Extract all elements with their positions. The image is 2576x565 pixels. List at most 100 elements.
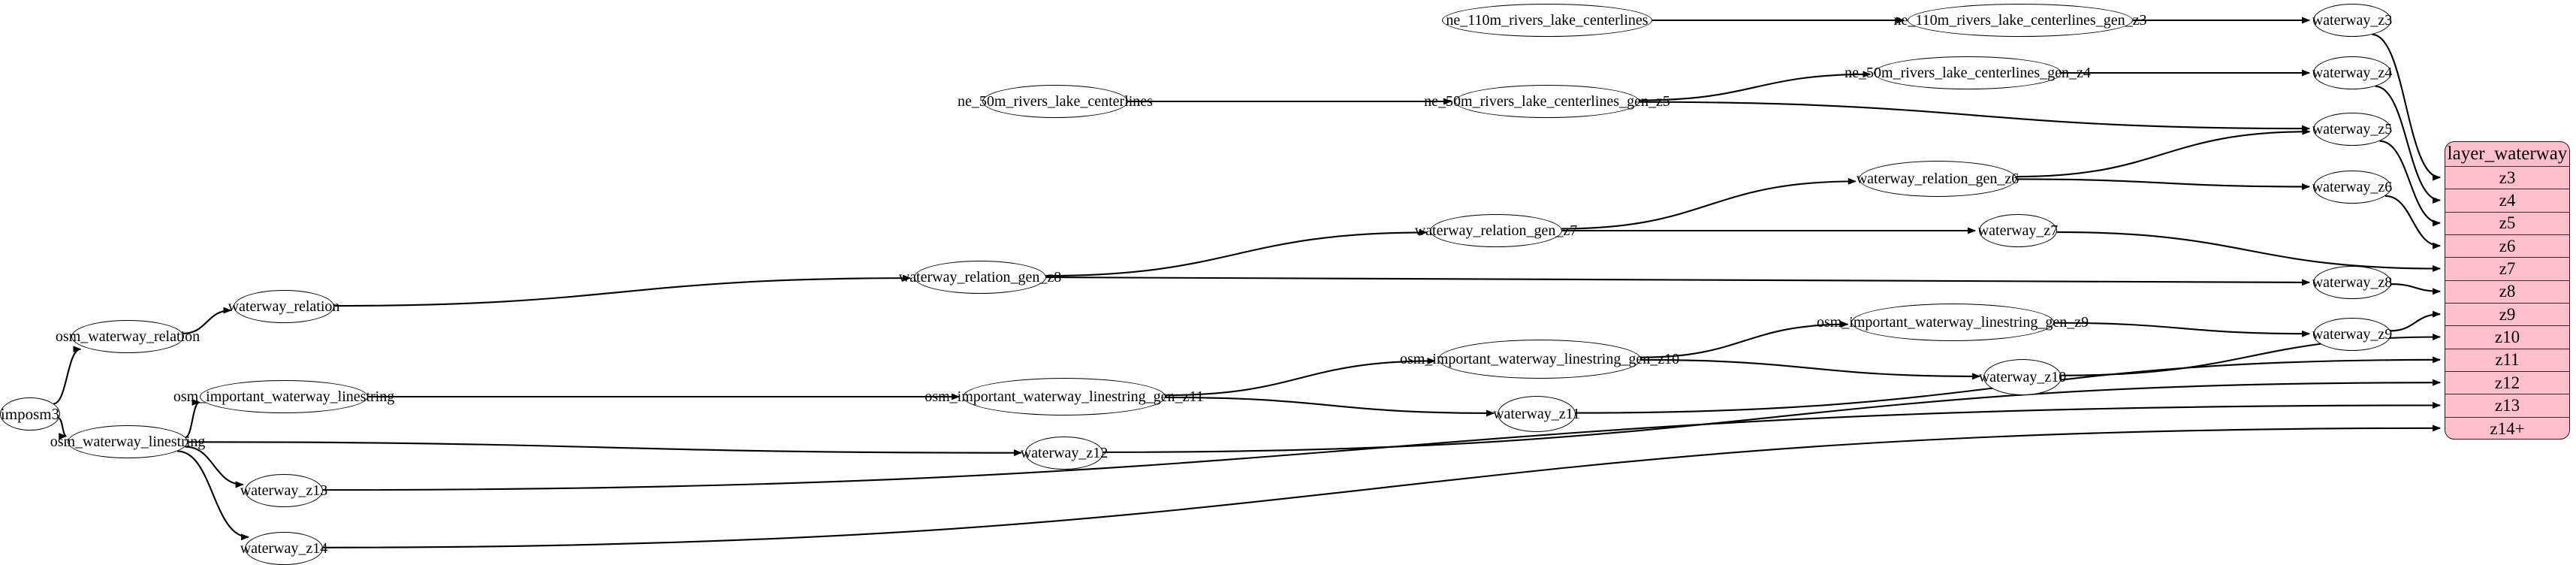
graph-node-label: waterway_relation_gen_z8 xyxy=(898,269,1062,286)
graph-node-label: osm_waterway_linestring xyxy=(50,434,206,450)
graph-node-label: waterway_z9 xyxy=(2312,326,2393,343)
graph-edge xyxy=(2056,231,2441,272)
graph-node-waterway_z14[interactable]: waterway_z14 xyxy=(240,532,327,565)
table-row-z11[interactable]: z11 xyxy=(2445,349,2569,372)
graph-edge xyxy=(322,425,2441,548)
table-row-z12[interactable]: z12 xyxy=(2445,372,2569,395)
graph-node-waterway_z6[interactable]: waterway_z6 xyxy=(2312,171,2393,204)
graph-node-osm_waterway_linestring[interactable]: osm_waterway_linestring xyxy=(50,425,205,458)
graph-node-label: waterway_z5 xyxy=(2312,121,2393,137)
graph-edge xyxy=(322,402,2441,491)
graph-node-waterway_relation_gen_z6[interactable]: waterway_relation_gen_z6 xyxy=(1856,161,2019,197)
graph-node-waterway_relation_gen_z8[interactable]: waterway_relation_gen_z8 xyxy=(899,261,1061,294)
graph-node-osm_important_waterway_linestring_gen_z11[interactable]: osm_important_waterway_linestring_gen_z1… xyxy=(925,378,1204,415)
graph-edge xyxy=(2016,128,2311,178)
graph-edge xyxy=(1561,177,1857,230)
graph-node-waterway_z13[interactable]: waterway_z13 xyxy=(240,474,327,507)
graph-edge xyxy=(185,446,244,488)
graph-edge xyxy=(2384,195,2441,249)
graph-edge xyxy=(2379,140,2441,227)
table-row-z7[interactable]: z7 xyxy=(2445,258,2569,281)
table-row-z10[interactable]: z10 xyxy=(2445,326,2569,349)
graph-node-label: ne_50m_rivers_lake_centerlines_gen_z5 xyxy=(1424,93,1670,110)
graph-edge xyxy=(2390,310,2441,332)
graph-node-label: ne_50m_rivers_lake_centerlines xyxy=(958,93,1153,110)
graph-edge xyxy=(1045,276,2310,286)
graph-node-imposm3[interactable]: imposm3 xyxy=(0,397,60,431)
graph-edge xyxy=(2053,322,2311,337)
graph-node-label: waterway_z10 xyxy=(1978,369,2067,385)
graph-node-waterway_z11[interactable]: waterway_z11 xyxy=(1493,396,1580,432)
table-row-z9[interactable]: z9 xyxy=(2445,304,2569,327)
graph-node-waterway_z12[interactable]: waterway_z12 xyxy=(1021,437,1108,470)
graph-node-waterway_z7[interactable]: waterway_z7 xyxy=(1977,214,2059,247)
graph-node-waterway_z9[interactable]: waterway_z9 xyxy=(2312,318,2393,351)
graph-edge xyxy=(1165,396,1495,417)
graph-node-label: waterway_relation_gen_z7 xyxy=(1414,222,1578,239)
graph-edge xyxy=(1640,358,1981,380)
graph-edge xyxy=(2390,283,2441,295)
table-row-z13[interactable]: z13 xyxy=(2445,394,2569,418)
graph-node-waterway_relation[interactable]: waterway_relation xyxy=(228,290,339,323)
graph-edge xyxy=(1165,357,1436,397)
table-row-z4[interactable]: z4 xyxy=(2445,189,2569,213)
graph-node-label: waterway_z3 xyxy=(2312,12,2393,29)
graph-edge xyxy=(187,441,1022,457)
graph-node-label: waterway_relation xyxy=(228,298,340,315)
graph-node-label: waterway_z6 xyxy=(2312,179,2393,195)
table-row-z8[interactable]: z8 xyxy=(2445,281,2569,304)
graph-node-waterway_z5[interactable]: waterway_z5 xyxy=(2312,113,2393,146)
graph-node-waterway_relation_gen_z7[interactable]: waterway_relation_gen_z7 xyxy=(1415,214,1577,247)
graph-node-label: waterway_z12 xyxy=(1020,445,1109,461)
graph-node-ne_50m_rivers_lake_centerlines_gen_z5[interactable]: ne_50m_rivers_lake_centerlines_gen_z5 xyxy=(1424,85,1670,118)
graph-node-waterway_z8[interactable]: waterway_z8 xyxy=(2312,266,2393,299)
graph-edge xyxy=(2016,178,2311,190)
graph-node-waterway_z4[interactable]: waterway_z4 xyxy=(2312,56,2393,89)
graph-node-waterway_z10[interactable]: waterway_z10 xyxy=(1979,359,2066,395)
graph-node-osm_important_waterway_linestring_gen_z9[interactable]: osm_important_waterway_linestring_gen_z9 xyxy=(1817,304,2089,341)
graph-node-label: ne_110m_rivers_lake_centerlines xyxy=(1446,12,1648,29)
graph-node-label: waterway_z14 xyxy=(240,540,328,557)
table-row-z14plus[interactable]: z14+ xyxy=(2490,418,2525,438)
graph-node-label: waterway_z8 xyxy=(2312,274,2393,291)
table-row-z5[interactable]: z5 xyxy=(2445,213,2569,235)
graph-node-label: osm_important_waterway_linestring_gen_z1… xyxy=(925,388,1204,405)
graph-node-label: waterway_z11 xyxy=(1493,406,1580,422)
graph-node-ne_50m_rivers_lake_centerlines[interactable]: ne_50m_rivers_lake_centerlines xyxy=(958,85,1153,118)
graph-node-label: waterway_z7 xyxy=(1977,222,2059,239)
graph-node-osm_important_waterway_linestring_gen_z10[interactable]: osm_important_waterway_linestring_gen_z1… xyxy=(1400,340,1679,379)
graph-edge xyxy=(2372,33,2441,181)
graph-node-label: waterway_relation_gen_z6 xyxy=(1856,171,2019,187)
graph-node-osm_important_waterway_linestring[interactable]: osm_important_waterway_linestring xyxy=(173,380,394,413)
graph-node-ne_110m_rivers_lake_centerlines_gen_z3[interactable]: ne_110m_rivers_lake_centerlines_gen_z3 xyxy=(1894,4,2146,37)
graph-edge xyxy=(333,274,912,307)
table-row-z3[interactable]: z3 xyxy=(2445,167,2569,190)
graph-edge xyxy=(58,417,68,440)
graph-node-label: imposm3 xyxy=(0,404,60,423)
graph-edge xyxy=(1639,101,2311,132)
graph-node-osm_waterway_relation[interactable]: osm_waterway_relation xyxy=(56,320,200,353)
graph-node-ne_50m_rivers_lake_centerlines_gen_z4[interactable]: ne_50m_rivers_lake_centerlines_gen_z4 xyxy=(1845,56,2091,89)
graph-edge xyxy=(53,346,82,405)
graph-node-label: osm_important_waterway_linestring xyxy=(173,388,395,405)
graph-node-label: osm_important_waterway_linestring_gen_z1… xyxy=(1399,351,1680,367)
graph-edge xyxy=(1640,321,1849,358)
graph-node-label: osm_important_waterway_linestring_gen_z9 xyxy=(1816,314,2089,331)
graph-node-label: ne_50m_rivers_lake_centerlines_gen_z4 xyxy=(1845,65,2091,81)
graph-node-ne_110m_rivers_lake_centerlines[interactable]: ne_110m_rivers_lake_centerlines xyxy=(1442,4,1652,37)
graph-edge xyxy=(177,450,249,541)
graph-node-label: osm_waterway_relation xyxy=(55,328,201,345)
table-row-z6[interactable]: z6 xyxy=(2445,235,2569,258)
graph-edge xyxy=(1639,71,1872,101)
graph-edge xyxy=(1045,228,1428,277)
graph-edge xyxy=(1102,379,2441,453)
graph-node-label: waterway_z4 xyxy=(2312,65,2393,81)
graph-node-label: ne_110m_rivers_lake_centerlines_gen_z3 xyxy=(1893,12,2147,29)
graph-node-waterway_z3[interactable]: waterway_z3 xyxy=(2312,4,2393,37)
graph-edge xyxy=(182,307,232,334)
graph-edge xyxy=(2375,85,2441,204)
